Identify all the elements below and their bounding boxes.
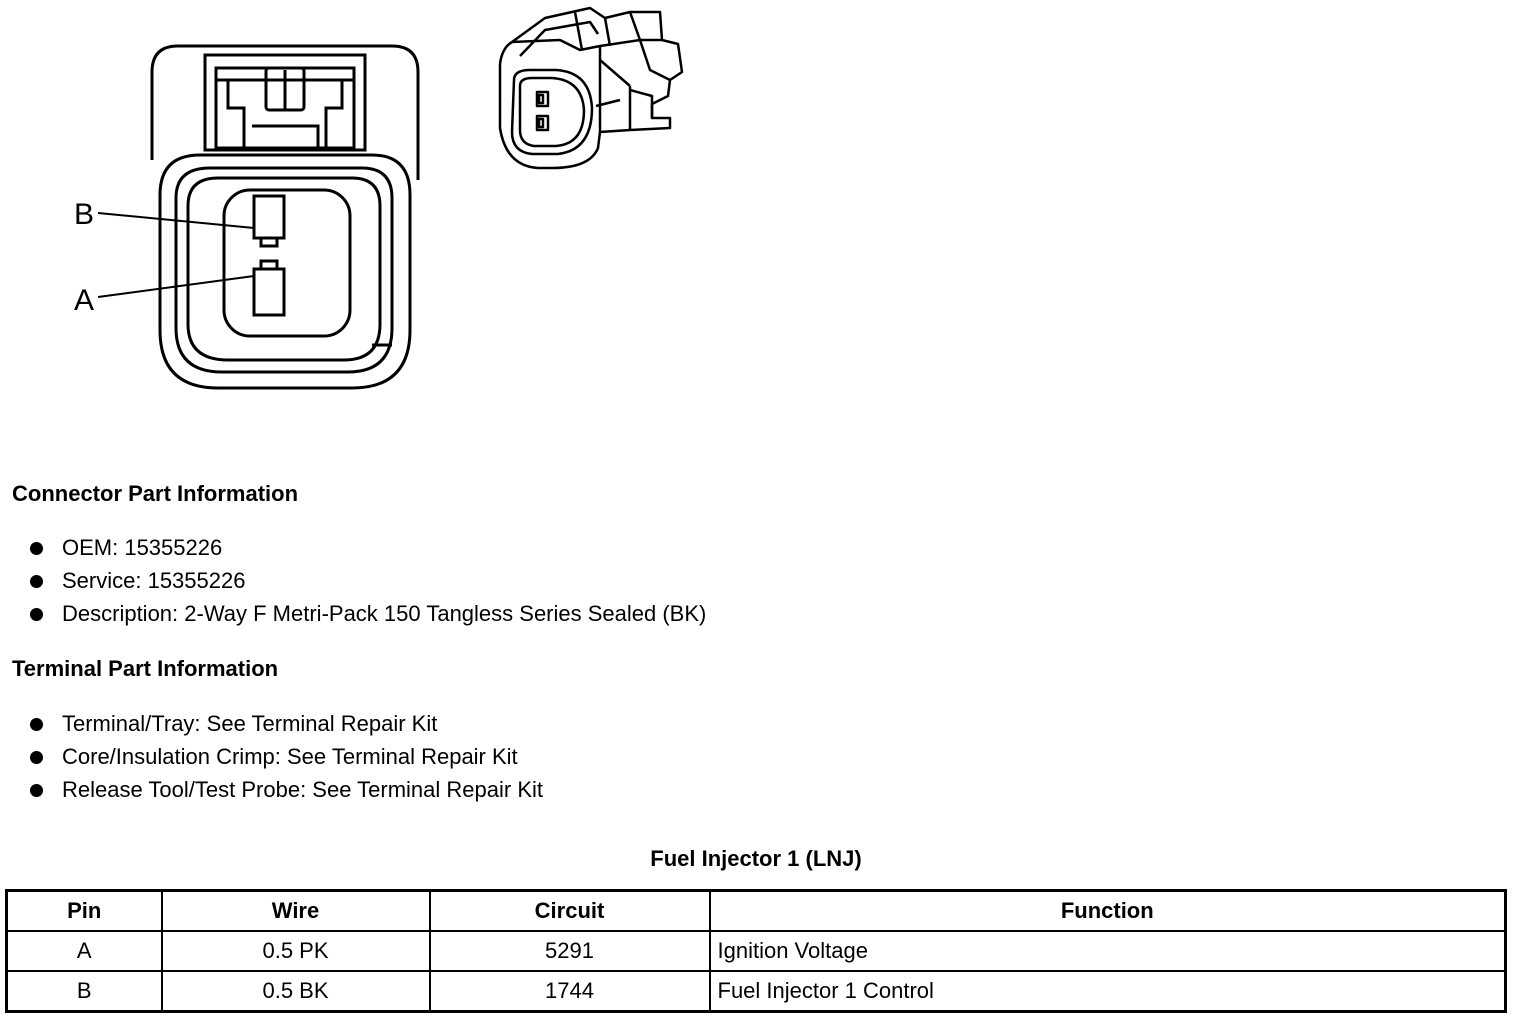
table-row: A 0.5 PK 5291 Ignition Voltage	[5, 930, 1507, 972]
cell-circuit: 5291	[428, 930, 711, 972]
list-item: Service: 15355226	[28, 564, 706, 597]
column-header-function: Function	[708, 889, 1507, 932]
bullet-icon	[30, 718, 43, 731]
cell-pin: B	[5, 970, 163, 1013]
table-header-row: Pin Wire Circuit Function	[5, 889, 1507, 932]
cell-wire: 0.5 BK	[160, 970, 431, 1013]
cell-function: Fuel Injector 1 Control	[708, 970, 1507, 1013]
cell-pin: A	[5, 930, 163, 972]
table-row: B 0.5 BK 1744 Fuel Injector 1 Control	[5, 970, 1507, 1013]
pin-label-b: B	[74, 198, 95, 231]
terminal-info-list: Terminal/Tray: See Terminal Repair Kit C…	[28, 707, 543, 806]
list-item-text: Core/Insulation Crimp: See Terminal Repa…	[62, 744, 518, 769]
list-item-text: Terminal/Tray: See Terminal Repair Kit	[62, 711, 438, 736]
connector-face-diagram	[97, 44, 420, 390]
bullet-icon	[30, 608, 43, 621]
list-item: Terminal/Tray: See Terminal Repair Kit	[28, 707, 543, 740]
bullet-icon	[30, 784, 43, 797]
bullet-icon	[30, 542, 43, 555]
list-item-text: Description: 2-Way F Metri-Pack 150 Tang…	[62, 601, 707, 626]
pin-label-a: A	[74, 284, 95, 317]
cell-wire: 0.5 PK	[160, 930, 431, 972]
table-caption: Fuel Injector 1 (LNJ)	[650, 846, 862, 871]
connector-info-list: OEM: 15355226 Service: 15355226 Descript…	[28, 531, 706, 630]
list-item-text: Release Tool/Test Probe: See Terminal Re…	[62, 777, 543, 802]
bullet-icon	[30, 575, 43, 588]
column-header-pin: Pin	[5, 889, 163, 932]
connector-section-title: Connector Part Information	[12, 481, 299, 506]
list-item: OEM: 15355226	[28, 531, 706, 564]
bullet-icon	[30, 751, 43, 764]
cell-circuit: 1744	[428, 970, 711, 1013]
cell-function: Ignition Voltage	[708, 930, 1507, 972]
list-item: Core/Insulation Crimp: See Terminal Repa…	[28, 740, 543, 773]
terminal-section-title: Terminal Part Information	[12, 656, 279, 681]
list-item-text: OEM: 15355226	[62, 535, 223, 560]
column-header-circuit: Circuit	[428, 889, 711, 932]
pin-table: Pin Wire Circuit Function A 0.5 PK 5291 …	[5, 889, 1507, 1013]
connector-isometric-illustration	[498, 6, 684, 170]
list-item: Release Tool/Test Probe: See Terminal Re…	[28, 773, 543, 806]
column-header-wire: Wire	[160, 889, 431, 932]
list-item: Description: 2-Way F Metri-Pack 150 Tang…	[28, 597, 706, 630]
list-item-text: Service: 15355226	[62, 568, 246, 593]
